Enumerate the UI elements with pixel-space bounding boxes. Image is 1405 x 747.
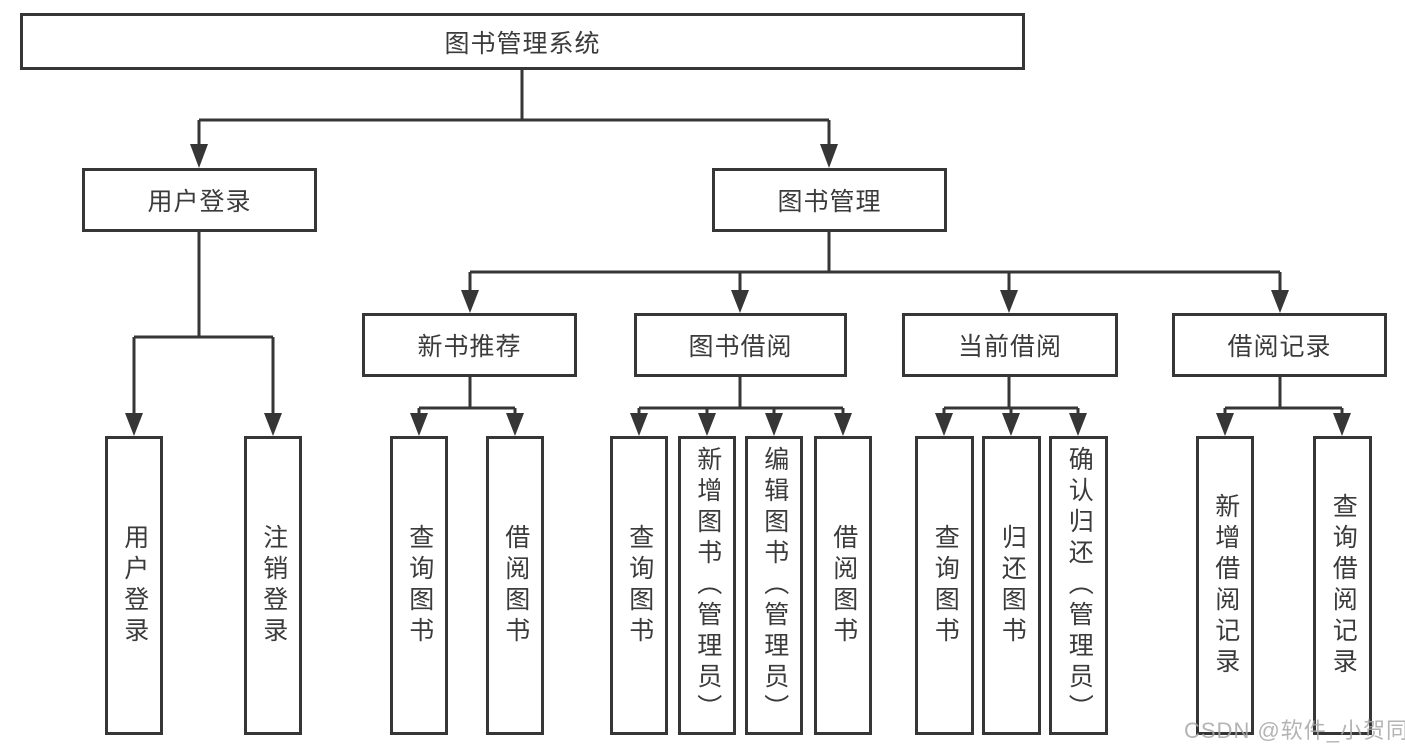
leaf-nbr-query-books: 查询图书 [390,436,448,735]
node-current-borrow: 当前借阅 [902,313,1118,377]
leaf-cb-return-books: 归还图书 [982,436,1041,735]
leaf-nbr-borrow-books: 借阅图书 [486,436,544,735]
leaf-bb-query-books: 查询图书 [610,436,668,735]
leaf-cb-confirm-return-admin-label: 确认归还（管理员） [1065,446,1094,725]
leaf-br-query-record: 查询借阅记录 [1313,436,1372,735]
leaf-bb-borrow-books: 借阅图书 [814,436,872,735]
node-book-borrow: 图书借阅 [634,313,847,377]
leaf-br-add-record: 新增借阅记录 [1196,436,1254,735]
leaf-cb-confirm-return-admin: 确认归还（管理员） [1049,436,1108,735]
leaf-br-query-record-label: 查询借阅记录 [1329,492,1358,679]
leaf-user-login: 用户登录 [105,436,163,735]
node-user-login: 用户登录 [82,168,317,232]
csdn-watermark: CSDN @软件_小贺同学 [1184,718,1405,743]
leaf-bb-borrow-books-label: 借阅图书 [829,523,858,648]
leaf-cb-return-books-label: 归还图书 [998,523,1027,648]
leaf-bb-edit-books-admin-label: 编辑图书（管理员） [760,446,789,725]
node-root: 图书管理系统 [20,13,1025,70]
node-new-book-recommend: 新书推荐 [362,313,577,377]
leaf-br-add-record-label: 新增借阅记录 [1211,492,1240,679]
leaf-cb-query-books: 查询图书 [915,436,974,735]
node-borrow-records: 借阅记录 [1172,313,1387,377]
leaf-bb-edit-books-admin: 编辑图书（管理员） [745,436,803,735]
leaf-nbr-query-books-label: 查询图书 [405,523,434,648]
leaf-logout: 注销登录 [244,436,302,735]
leaf-bb-add-books-admin: 新增图书（管理员） [678,436,736,735]
leaf-logout-label: 注销登录 [259,523,288,648]
node-book-management: 图书管理 [712,168,947,232]
leaf-bb-add-books-admin-label: 新增图书（管理员） [693,446,722,725]
leaf-nbr-borrow-books-label: 借阅图书 [501,523,530,648]
leaf-user-login-label: 用户登录 [120,523,149,648]
leaf-cb-query-books-label: 查询图书 [931,523,960,648]
leaf-bb-query-books-label: 查询图书 [625,523,654,648]
